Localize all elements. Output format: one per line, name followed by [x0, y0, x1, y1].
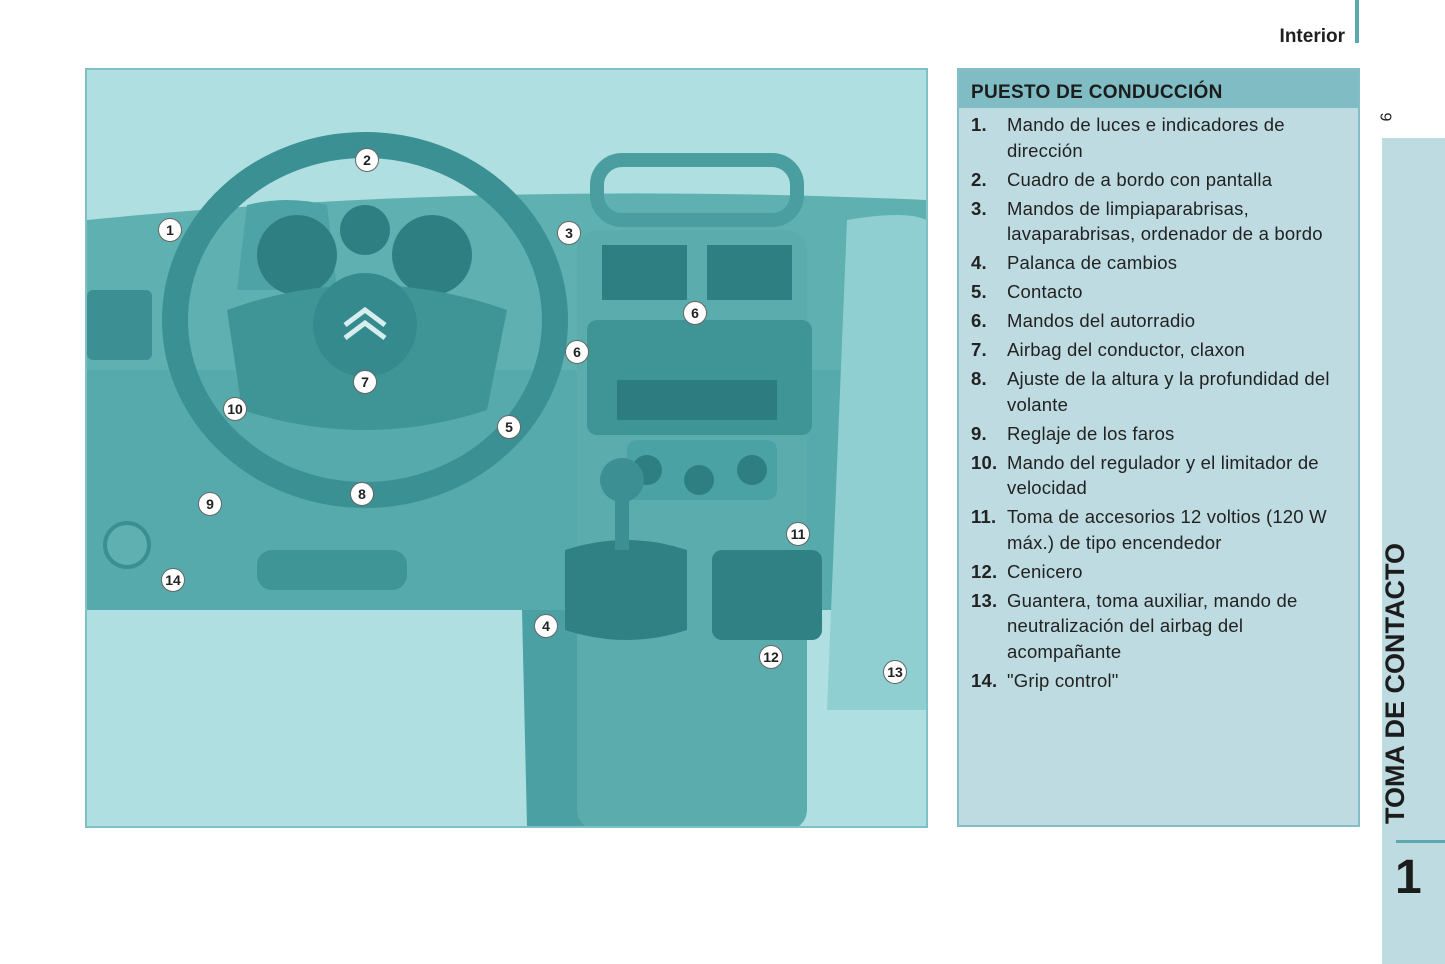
legend-item: 13. Guantera, toma auxiliar, mando de neu…: [971, 588, 1348, 665]
legend-item: 11. Toma de accesorios 12 voltios (120 W …: [971, 504, 1348, 555]
legend-item: 4. Palanca de cambios: [971, 250, 1348, 276]
panel-title: PUESTO DE CONDUCCIÓN: [959, 70, 1358, 108]
item-number: 8.: [971, 368, 987, 389]
item-number: 9.: [971, 422, 987, 444]
item-number: 5.: [971, 281, 987, 302]
callout-5: 5: [497, 415, 521, 439]
header-divider: [1355, 0, 1359, 43]
item-number: 10.: [971, 451, 998, 473]
item-text: Contacto: [1007, 281, 1083, 302]
item-text: Palanca de cambios: [1007, 252, 1178, 273]
legend-item: 3. Mandos de limpiaparabrisas, lavaparabr…: [971, 196, 1348, 247]
item-number: 14.: [971, 669, 998, 691]
callout-14: 14: [161, 568, 185, 592]
callout-7: 7: [353, 370, 377, 394]
item-number: 11.: [971, 506, 997, 527]
callout-6: 6: [683, 301, 707, 325]
legend-list: 1. Mando de luces e indicadores de direcc…: [959, 108, 1358, 693]
dashboard-illustration: 1 2 3 4 5 6 6 7 8 9 10 11 12 13 14: [85, 68, 928, 828]
callout-8: 8: [350, 482, 374, 506]
legend-item: 10. Mando del regulador y el limitador de…: [971, 450, 1348, 501]
callout-10: 10: [223, 397, 247, 421]
callout-3: 3: [557, 221, 581, 245]
dashboard-drawing: [87, 132, 926, 826]
chapter-tab: [1382, 138, 1445, 964]
legend-item: 5. Contacto: [971, 279, 1348, 305]
item-text: Cuadro de a bordo con pantalla: [1007, 168, 1273, 190]
page-number: 9: [1376, 112, 1394, 122]
legend-panel: PUESTO DE CONDUCCIÓN 1. Mando de luces e …: [957, 68, 1360, 827]
legend-item: 9. Reglaje de los faros: [971, 421, 1348, 447]
item-text: Airbag del conductor, claxon: [1007, 339, 1246, 360]
chapter-number: 1: [1395, 851, 1422, 904]
legend-item: 2. Cuadro de a bordo con pantalla: [971, 167, 1348, 193]
item-number: 4.: [971, 252, 987, 273]
item-text: Mando del regulador y el limitador de ve…: [1007, 451, 1319, 499]
item-number: 6.: [971, 310, 987, 331]
item-number: 7.: [971, 339, 987, 360]
item-text: "Grip control": [1007, 669, 1119, 691]
callout-13: 13: [883, 660, 907, 684]
legend-item: 12. Cenicero: [971, 559, 1348, 585]
item-number: 2.: [971, 168, 987, 190]
item-text: Mando de luces e indicadores de direcció…: [1007, 114, 1285, 161]
callout-12: 12: [759, 645, 783, 669]
callout-9: 9: [198, 492, 222, 516]
legend-item: 1. Mando de luces e indicadores de direcc…: [971, 112, 1348, 163]
callout-4: 4: [534, 614, 558, 638]
section-header: Interior: [1279, 26, 1345, 47]
chapter-divider: [1396, 840, 1445, 843]
callout-6-steering: 6: [565, 340, 589, 364]
legend-item: 7. Airbag del conductor, claxon: [971, 337, 1348, 363]
callout-1: 1: [158, 218, 182, 242]
callout-2: 2: [355, 148, 379, 172]
item-text: Guantera, toma auxiliar, mando de neutra…: [1007, 589, 1298, 662]
legend-item: 8. Ajuste de la altura y la profundidad d…: [971, 366, 1348, 417]
item-number: 3.: [971, 197, 987, 219]
callout-11: 11: [786, 522, 810, 546]
legend-item: 14. "Grip control": [971, 668, 1348, 694]
item-text: Reglaje de los faros: [1007, 422, 1175, 444]
item-text: Ajuste de la altura y la profundidad del…: [1007, 368, 1330, 415]
item-text: Toma de accesorios 12 voltios (120 W máx…: [1007, 506, 1327, 553]
item-text: Mandos de limpiaparabrisas, lavaparabris…: [1007, 197, 1323, 245]
item-text: Cenicero: [1007, 560, 1083, 582]
item-text: Mandos del autorradio: [1007, 310, 1196, 331]
item-number: 1.: [971, 114, 987, 135]
item-number: 13.: [971, 589, 998, 611]
legend-item: 6. Mandos del autorradio: [971, 308, 1348, 334]
item-number: 12.: [971, 560, 998, 582]
chapter-title: TOMA DE CONTACTO: [1380, 543, 1410, 824]
